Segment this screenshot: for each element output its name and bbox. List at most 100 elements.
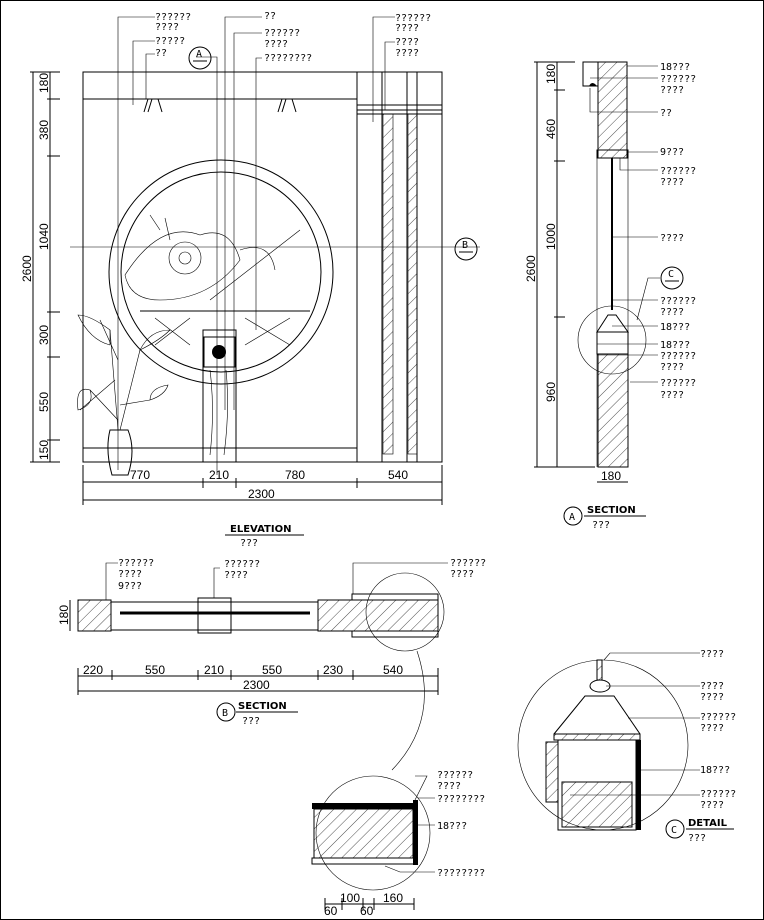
- elevation-subtitle: ???: [240, 538, 258, 549]
- callout-label: 18???: [660, 322, 690, 333]
- svg-text:???: ???: [242, 716, 260, 727]
- callout-label: ????: [660, 177, 684, 188]
- svg-text:780: 780: [285, 468, 305, 482]
- callout-label: ????: [118, 569, 142, 580]
- horizontal-dimensions: 770 210 780 540 2300: [82, 465, 443, 505]
- svg-text:550: 550: [262, 663, 282, 677]
- vertical-dimensions: 180 380 1040 300 550 150 2600: [20, 71, 60, 463]
- callout-label: ??????: [660, 378, 696, 389]
- svg-text:550: 550: [145, 663, 165, 677]
- callout-label: ????: [660, 307, 684, 318]
- callout-label: 9???: [660, 147, 684, 158]
- decorative-column: [381, 71, 418, 463]
- callout-label: ????????: [437, 794, 485, 805]
- svg-text:2300: 2300: [248, 487, 275, 501]
- svg-text:100: 100: [340, 891, 360, 905]
- svg-text:A: A: [569, 512, 575, 523]
- ceiling-lamp-icon: [143, 98, 163, 113]
- svg-text:60: 60: [360, 904, 374, 918]
- callout-label: ??????: [437, 770, 473, 781]
- svg-text:A: A: [196, 49, 202, 60]
- callout-label: ????: [660, 233, 684, 244]
- callout-label: ????: [437, 781, 461, 792]
- detail-marker-c: C: [660, 266, 684, 290]
- svg-text:540: 540: [388, 468, 408, 482]
- callout-label: 18???: [660, 340, 690, 351]
- callout-label: ????: [660, 390, 684, 401]
- svg-text:210: 210: [204, 663, 224, 677]
- callout-label: ??????: [155, 12, 191, 23]
- callout-label: ??????: [700, 789, 736, 800]
- section-b-title: B SECTION ???: [216, 701, 298, 727]
- ornament-icon: [212, 345, 226, 359]
- callout-label: 9???: [118, 581, 142, 592]
- leader-lines: [589, 65, 658, 383]
- svg-text:550: 550: [37, 392, 51, 412]
- moon-gate-circle: [108, 159, 334, 385]
- section-marker-a: A: [188, 46, 212, 70]
- svg-text:2600: 2600: [524, 255, 538, 282]
- svg-text:960: 960: [544, 382, 558, 402]
- callout-label: ??????: [660, 351, 696, 362]
- svg-text:770: 770: [130, 468, 150, 482]
- callout-label: ??????: [224, 559, 260, 570]
- section-b-view: ?????? ???? 9??? ?????? ???? ?????? ????…: [57, 558, 486, 771]
- svg-text:180: 180: [57, 605, 71, 625]
- svg-text:460: 460: [544, 119, 558, 139]
- svg-text:1000: 1000: [544, 223, 558, 250]
- callout-label: ????????: [437, 868, 485, 879]
- callout-label: ????: [700, 800, 724, 811]
- svg-text:1040: 1040: [37, 223, 51, 250]
- svg-text:SECTION: SECTION: [238, 701, 287, 712]
- detail-c-view: ???? ???? ???? ?????? ???? 18??? ?????? …: [517, 649, 736, 844]
- hatched-beam: [597, 61, 628, 159]
- callout-label: ??????: [660, 296, 696, 307]
- callout-label: ????: [700, 649, 724, 660]
- svg-text:???: ???: [688, 833, 706, 844]
- detail-c-title: C DETAIL ???: [665, 818, 734, 844]
- callout-label: ??????: [660, 166, 696, 177]
- callout-label: ????: [264, 39, 288, 50]
- potted-plant-illustration: [77, 314, 171, 476]
- svg-text:B: B: [222, 708, 228, 719]
- detail-callout-circle: [365, 572, 445, 652]
- callout-label: ??????: [700, 712, 736, 723]
- svg-text:SECTION: SECTION: [587, 505, 636, 516]
- callout-label: ????: [395, 48, 419, 59]
- svg-text:160: 160: [383, 891, 403, 905]
- callout-label: ????????: [264, 53, 312, 64]
- callout-label: ????: [660, 362, 684, 373]
- callout-label: ????: [700, 692, 724, 703]
- svg-text:2300: 2300: [243, 678, 270, 692]
- center-post: [202, 329, 237, 463]
- callout-label: ????: [395, 37, 419, 48]
- hatched-panel: [317, 599, 439, 632]
- section-a-view: C 18??? ?????? ???? ?? 9??? ?????? ???? …: [524, 61, 696, 531]
- callout-label: ????: [395, 23, 419, 34]
- svg-text:???: ???: [592, 520, 610, 531]
- section-marker-b: B: [454, 237, 478, 261]
- svg-text:210: 210: [209, 468, 229, 482]
- svg-text:180: 180: [544, 64, 558, 84]
- callout-label: ??????: [450, 558, 486, 569]
- callout-label: ??????: [264, 28, 300, 39]
- elevation-view: ?????? ???? ????? ?? ?? ?????? ???? ????…: [20, 11, 480, 549]
- ceiling-lamp-icon: [277, 98, 297, 113]
- svg-text:540: 540: [383, 663, 403, 677]
- svg-text:300: 300: [37, 325, 51, 345]
- callout-label: ????: [155, 22, 179, 33]
- svg-text:220: 220: [83, 663, 103, 677]
- callout-label: ????: [700, 723, 724, 734]
- detail-c-callout-circle: [577, 305, 647, 375]
- svg-text:380: 380: [37, 120, 51, 140]
- svg-text:C: C: [671, 825, 677, 836]
- elevation-frame: [82, 71, 443, 463]
- callout-label: ??: [660, 108, 672, 119]
- elevation-title: ELEVATION: [230, 524, 291, 535]
- callout-label: 18???: [700, 765, 730, 776]
- callout-label: ??: [264, 11, 276, 22]
- callout-label: 18???: [660, 62, 690, 73]
- svg-text:2600: 2600: [20, 255, 34, 282]
- svg-text:180: 180: [601, 469, 621, 483]
